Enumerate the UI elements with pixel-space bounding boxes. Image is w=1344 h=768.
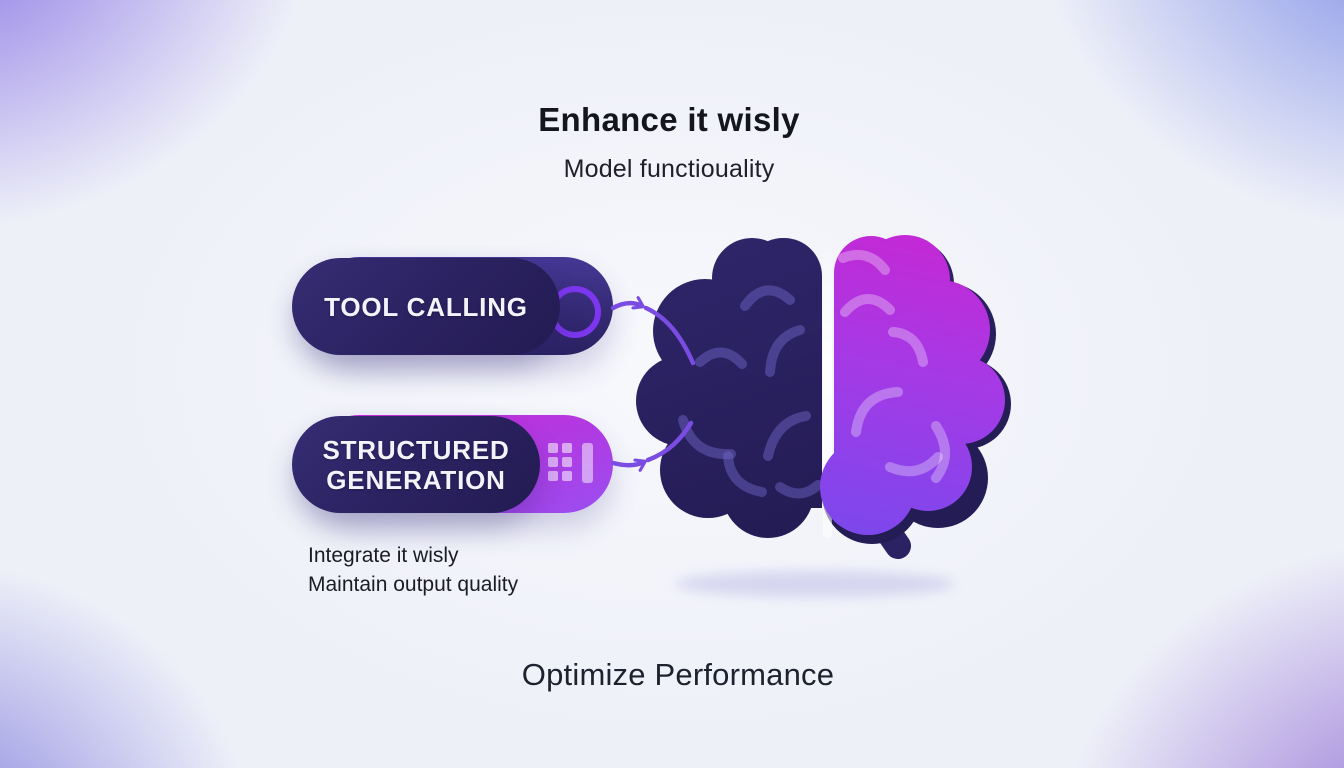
page-subtitle: Model functiouality [563, 155, 775, 183]
brain-shadow [675, 571, 955, 597]
arrow-tool-calling [610, 303, 642, 311]
tool-calling-pill[interactable]: TOOL CALLING [292, 257, 613, 358]
arrow-structured-generation [610, 462, 644, 465]
note-line-2: Maintain output quality [308, 573, 519, 596]
connector-arrows [610, 303, 696, 465]
structured-generation-pill-body: STRUCTURED GENERATION [292, 416, 540, 513]
page-title: Enhance it wisly [538, 101, 800, 138]
brain-right-folds [838, 250, 950, 483]
structured-generation-pill[interactable]: STRUCTURED GENERATION [292, 415, 613, 516]
notes-block: Integrate it wisly Maintain output quali… [308, 541, 518, 599]
note-line-1: Integrate it wisly [308, 544, 459, 567]
tool-calling-pill-body: TOOL CALLING [292, 258, 560, 355]
brain-left-folds [678, 285, 823, 499]
grid-icon [546, 441, 596, 487]
brain-right-hemisphere [820, 235, 1005, 535]
tool-calling-label: TOOL CALLING [324, 291, 528, 322]
brain-illustration [610, 235, 1011, 597]
footer-title: Optimize Performance [521, 657, 835, 692]
brain-dark-silhouette [636, 238, 1011, 559]
hemisphere-gap [823, 252, 832, 538]
structured-generation-label: STRUCTURED GENERATION [322, 434, 510, 495]
